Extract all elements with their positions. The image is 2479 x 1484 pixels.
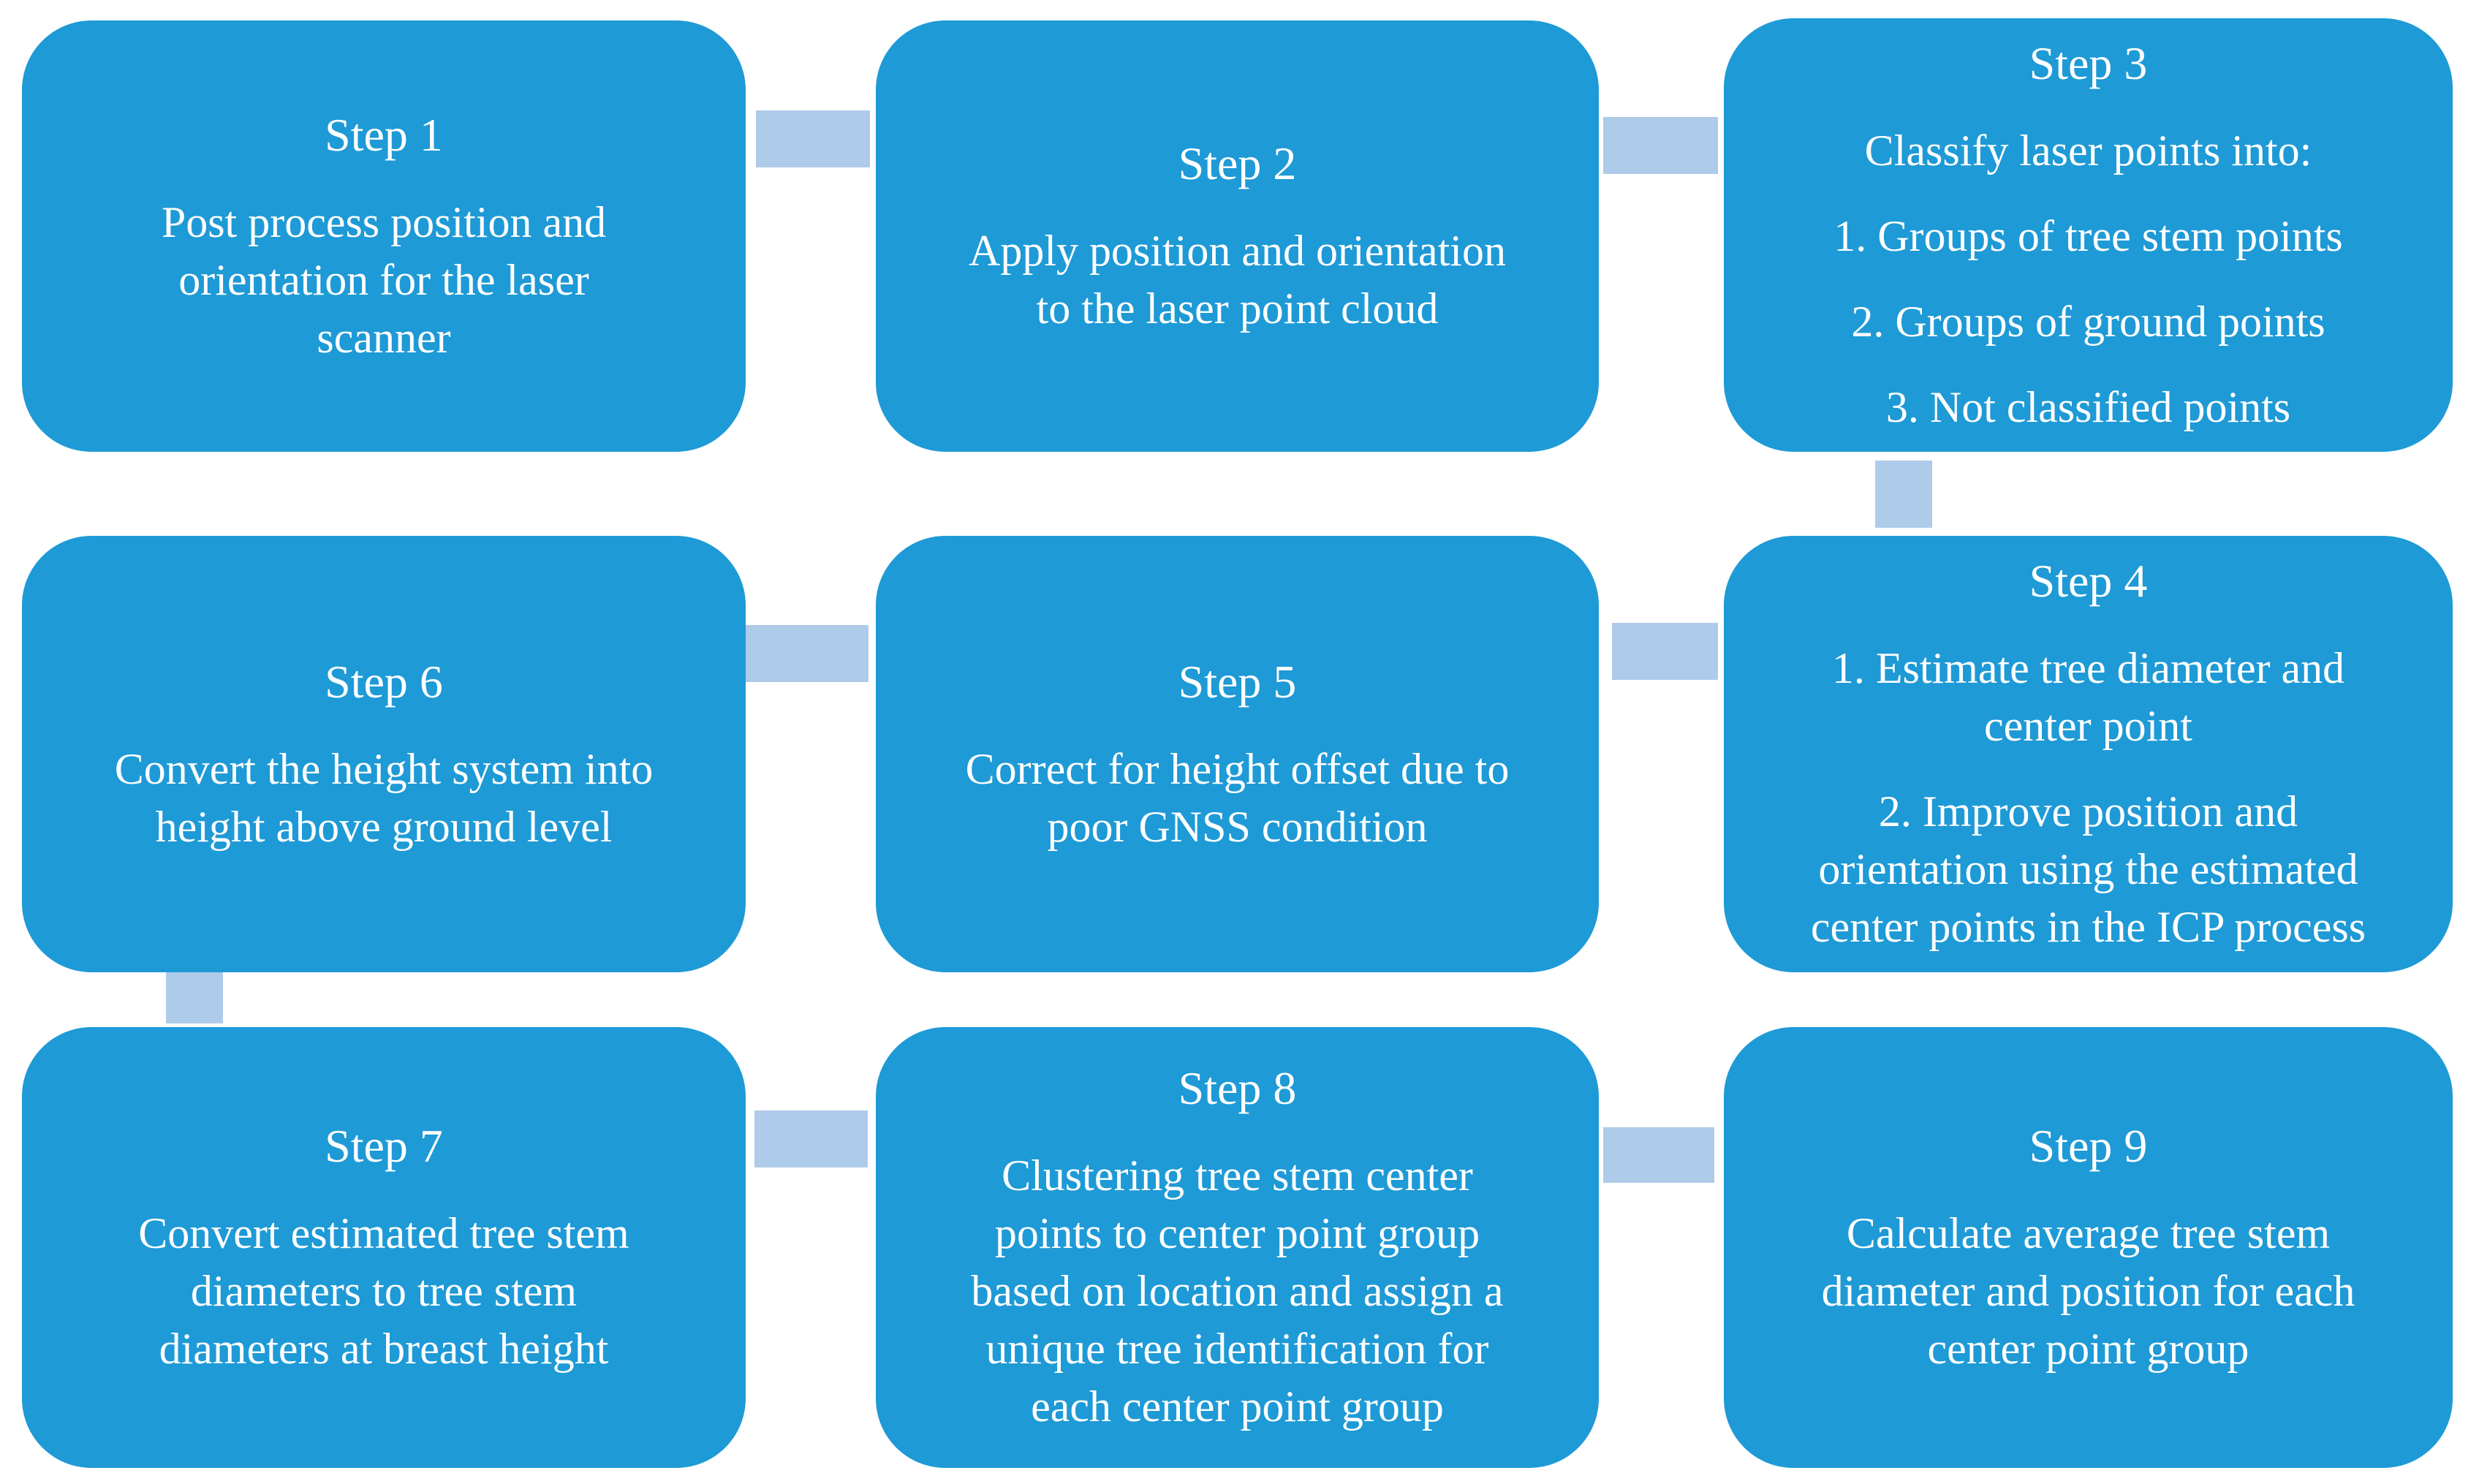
- text-line: Apply position and orientation: [969, 227, 1506, 275]
- text-line: center point group: [1927, 1325, 2249, 1373]
- step-7-title: Step 7: [325, 1120, 443, 1172]
- text-line: unique tree identification for: [985, 1325, 1489, 1373]
- text-line: center points in the ICP process: [1810, 903, 2366, 951]
- text-line: 3. Not classified points: [1885, 382, 2291, 431]
- step-1-title: Step 1: [325, 108, 443, 161]
- connector-step3-step4: [1875, 461, 1932, 528]
- step-7-box: Step 7 Convert estimated tree stem diame…: [22, 1027, 746, 1468]
- step-5-title: Step 5: [1178, 655, 1297, 708]
- step-4-box: Step 4 1. Estimate tree diameter and cen…: [1724, 536, 2453, 972]
- text-line: Convert estimated tree stem: [138, 1209, 629, 1257]
- step-6-text: Convert the height system into height ab…: [115, 741, 654, 856]
- text-line: to the laser point cloud: [1036, 284, 1439, 333]
- connector-step2-step3: [1603, 117, 1718, 174]
- text-line: scanner: [317, 313, 451, 362]
- text-line: height above ground level: [155, 802, 613, 851]
- step-1-text: Post process position and orientation fo…: [162, 194, 606, 367]
- step-4-list-item-1: 1. Estimate tree diameter and center poi…: [1832, 640, 2344, 755]
- step-3-list-item-2: 2. Groups of ground points: [1851, 293, 2325, 351]
- step-2-text: Apply position and orientation to the la…: [969, 222, 1506, 338]
- text-line: diameters at breast height: [159, 1325, 609, 1373]
- text-line: 2. Groups of ground points: [1851, 297, 2325, 346]
- step-3-title: Step 3: [2029, 37, 2148, 89]
- step-7-text: Convert estimated tree stem diameters to…: [138, 1205, 629, 1378]
- step-8-text: Clustering tree stem center points to ce…: [971, 1147, 1503, 1436]
- step-4-list-item-2: 2. Improve position and orientation usin…: [1811, 783, 2366, 956]
- step-3-box: Step 3 Classify laser points into: 1. Gr…: [1724, 18, 2453, 452]
- text-line: Correct for height offset due to: [965, 744, 1510, 793]
- step-3-text: Classify laser points into:: [1865, 122, 2312, 180]
- text-line: points to center point group: [994, 1209, 1480, 1257]
- connector-step8-step9: [1603, 1127, 1714, 1183]
- text-line: Classify laser points into:: [1864, 126, 2312, 175]
- connector-step5-step6: [741, 625, 868, 682]
- text-line: 1. Estimate tree diameter and: [1831, 644, 2345, 692]
- step-5-box: Step 5 Correct for height offset due to …: [876, 536, 1599, 972]
- step-6-box: Step 6 Convert the height system into he…: [22, 536, 746, 972]
- step-9-box: Step 9 Calculate average tree stem diame…: [1724, 1027, 2453, 1468]
- text-line: Calculate average tree stem: [1846, 1209, 2331, 1257]
- text-line: center point: [1984, 702, 2192, 750]
- step-6-title: Step 6: [325, 655, 443, 708]
- connector-step7-step8: [754, 1110, 868, 1167]
- text-line: 2. Improve position and: [1878, 787, 2298, 836]
- step-5-text: Correct for height offset due to poor GN…: [966, 741, 1510, 856]
- step-2-box: Step 2 Apply position and orientation to…: [876, 20, 1599, 452]
- step-3-list-item-3: 3. Not classified points: [1886, 379, 2290, 436]
- text-line: 1. Groups of tree stem points: [1833, 211, 2343, 260]
- text-line: diameters to tree stem: [190, 1267, 578, 1315]
- text-line: orientation for the laser: [178, 255, 589, 304]
- text-line: poor GNSS condition: [1047, 802, 1428, 851]
- text-line: orientation using the estimated: [1818, 845, 2358, 893]
- text-line: Clustering tree stem center: [1002, 1151, 1473, 1200]
- connector-step1-step2: [756, 110, 870, 167]
- step-9-text: Calculate average tree stem diameter and…: [1822, 1205, 2355, 1378]
- connector-step4-step5: [1612, 623, 1718, 680]
- step-1-box: Step 1 Post process position and orienta…: [22, 20, 746, 452]
- text-line: based on location and assign a: [971, 1267, 1504, 1315]
- text-line: Convert the height system into: [114, 744, 654, 793]
- step-9-title: Step 9: [2029, 1120, 2148, 1172]
- step-8-box: Step 8 Clustering tree stem center point…: [876, 1027, 1599, 1468]
- step-2-title: Step 2: [1178, 137, 1297, 189]
- text-line: diameter and position for each: [1821, 1267, 2355, 1315]
- step-8-title: Step 8: [1178, 1062, 1297, 1114]
- text-line: Post process position and: [161, 197, 607, 246]
- step-3-list-item-1: 1. Groups of tree stem points: [1833, 208, 2343, 265]
- connector-step6-step7: [166, 965, 223, 1023]
- text-line: each center point group: [1031, 1382, 1444, 1431]
- step-4-title: Step 4: [2029, 555, 2148, 607]
